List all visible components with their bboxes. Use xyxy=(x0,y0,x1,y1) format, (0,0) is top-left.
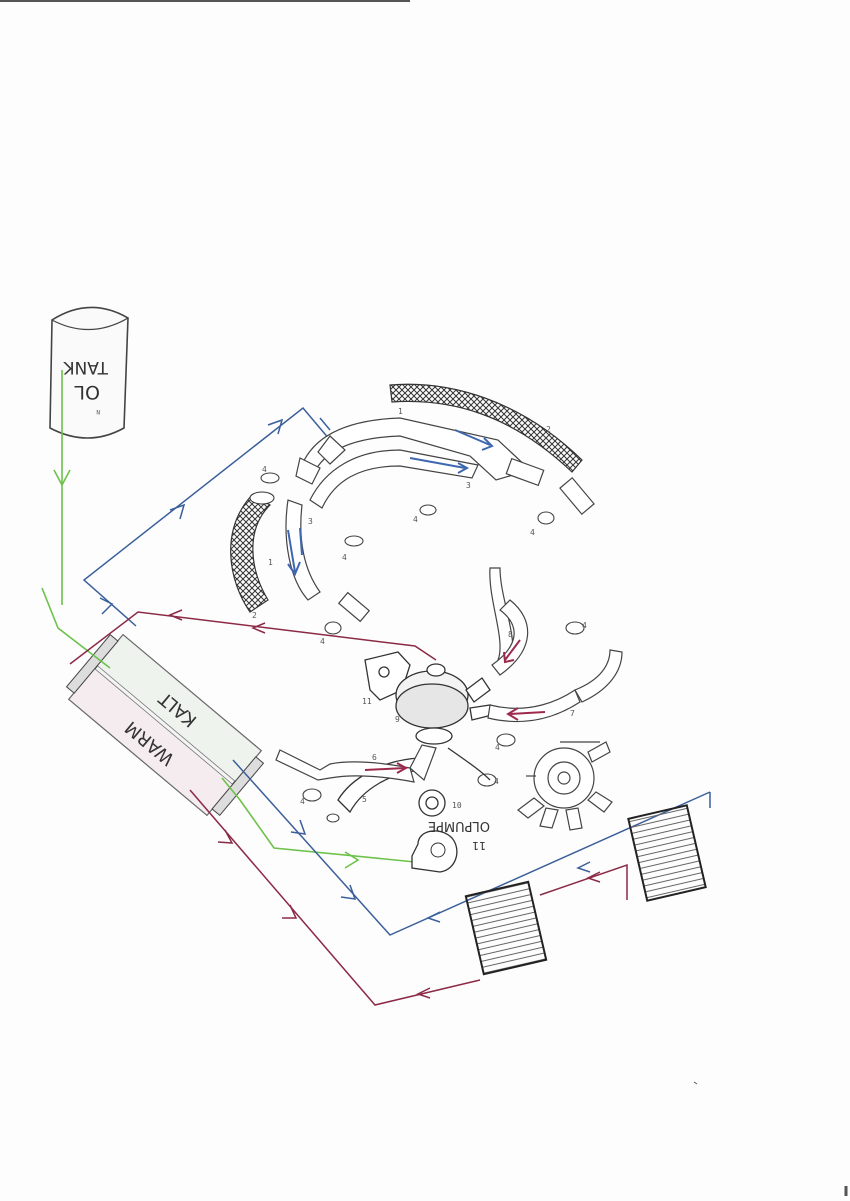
cooler-grille-left xyxy=(464,880,548,976)
oil-pump-label: OLPUMPE xyxy=(428,818,490,833)
cooler-grille-right xyxy=(627,804,707,902)
scan-marks xyxy=(693,1081,848,1196)
part-number-4-i: 4 xyxy=(300,797,305,806)
part-number-4-b: 4 xyxy=(342,553,347,562)
part-number-6: 6 xyxy=(372,753,377,762)
scan-edge-line xyxy=(0,0,410,2)
heat-exchanger: KALT WARM xyxy=(65,633,265,817)
pump-assembly xyxy=(337,651,493,817)
part-number-9: 9 xyxy=(395,715,400,724)
flow-arrows-blue xyxy=(287,429,494,577)
part-number-1-top: 1 xyxy=(398,407,403,416)
part-numbers: 1 1 3 3 4 4 4 4 4 4 4 4 4 5 6 7 8 9 10 1… xyxy=(262,407,587,810)
tank-label-small: N xyxy=(96,408,100,415)
valve-detail-sketch xyxy=(517,741,613,831)
part-number-2a: 2 xyxy=(252,611,257,620)
part-number-4-e: 4 xyxy=(320,637,325,646)
part-number-3-right: 3 xyxy=(466,481,471,490)
part-number-4-h: 4 xyxy=(494,777,499,786)
blue-return-line xyxy=(82,406,711,936)
part-number-4-f: 4 xyxy=(582,621,587,630)
part-number-4-g: 4 xyxy=(495,743,500,752)
part-number-4-d: 4 xyxy=(530,528,535,537)
part-number-11: 11 xyxy=(362,697,372,706)
part-number-8: 8 xyxy=(508,630,513,639)
part-number-1-left: 1 xyxy=(268,558,273,567)
part-number-3-left: 3 xyxy=(308,517,313,526)
hose-clamps xyxy=(260,472,585,823)
part-number-10: 10 xyxy=(452,801,462,810)
tank-label-line2: OL xyxy=(74,381,100,403)
part-number-7: 7 xyxy=(570,709,575,718)
part-number-5: 5 xyxy=(362,795,367,804)
braided-hose-left: 2 xyxy=(230,491,275,620)
maroon-supply-line xyxy=(69,609,628,1006)
flow-arrows-red xyxy=(364,639,546,774)
tank-label-line1: TANK xyxy=(63,357,109,377)
lower-hose-assembly xyxy=(275,567,623,783)
oil-pump-number: 11 xyxy=(472,839,486,852)
oil-tank: TANK OL N xyxy=(49,306,129,439)
part-number-4-c: 4 xyxy=(413,515,418,524)
green-oil-line xyxy=(41,370,416,869)
oil-pump: OLPUMPE 11 xyxy=(411,818,490,873)
part-number-4-a: 4 xyxy=(262,465,267,474)
part-number-2b: 2 xyxy=(546,425,551,434)
braided-hose-top: 2 xyxy=(389,383,583,473)
